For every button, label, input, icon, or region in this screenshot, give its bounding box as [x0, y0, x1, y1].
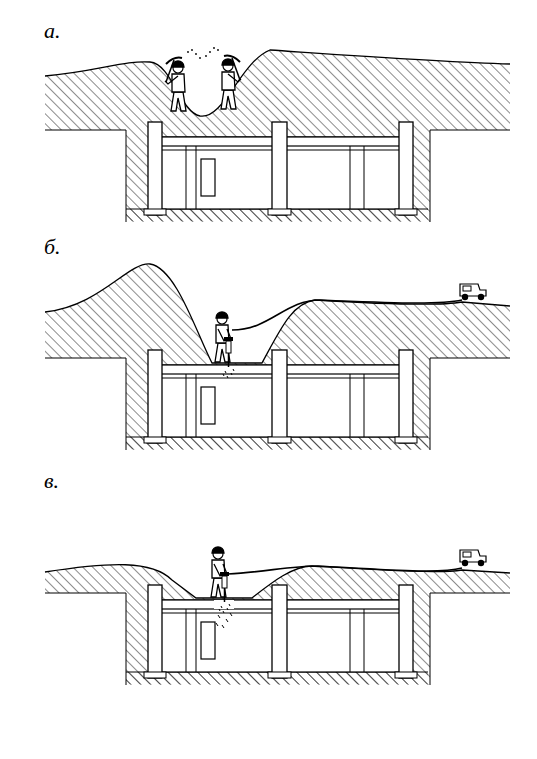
shelter-structure: [126, 350, 428, 449]
compressor-truck: [460, 550, 486, 566]
ground-surface: [45, 50, 510, 116]
panel-label: в.: [44, 470, 59, 492]
earth-fill: [45, 565, 510, 685]
worker-figure: [205, 47, 241, 109]
earth-fill: [45, 264, 510, 450]
panel-illustration: [45, 47, 510, 222]
compressor-truck: [460, 284, 486, 300]
ground-surface: [45, 264, 510, 363]
panel-illustration: [45, 547, 510, 685]
panel-label: а.: [44, 20, 61, 42]
air-hose: [228, 566, 462, 574]
shelter-structure: [126, 122, 428, 221]
shelter-structure: [126, 585, 428, 684]
panel-illustration: [45, 264, 510, 450]
worker-figure: [165, 49, 201, 111]
worker-figure: [211, 547, 230, 613]
earth-fill: [45, 50, 510, 222]
air-hose: [232, 300, 462, 330]
panel-label: б.: [44, 236, 61, 258]
worker-figure: [215, 312, 234, 378]
